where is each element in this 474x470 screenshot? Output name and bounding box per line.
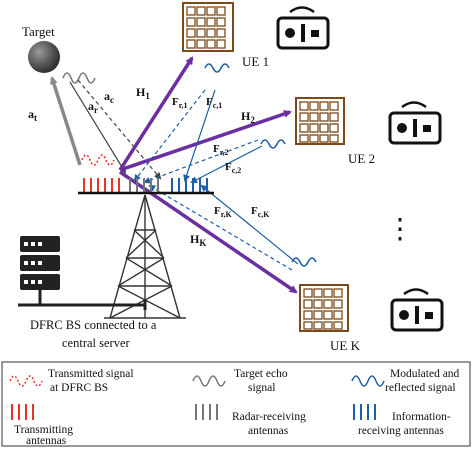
modulated-wave-ue1 bbox=[204, 63, 230, 73]
label-at: at bbox=[28, 107, 37, 123]
legend-tx-antenna-line1: Transmitting bbox=[14, 424, 73, 436]
ue2-building-icon bbox=[295, 97, 345, 145]
arrow-h2 bbox=[119, 110, 292, 172]
legend-info-antenna-icon bbox=[353, 404, 376, 420]
ue2-label: UE 2 bbox=[348, 151, 375, 166]
label-fc2: Fc,2 bbox=[225, 161, 241, 175]
legend-rx-antenna-line2: antennas bbox=[248, 425, 289, 437]
tower-icon bbox=[104, 194, 186, 319]
legend-modulated-icon bbox=[351, 375, 385, 387]
target-echo-wave bbox=[62, 72, 96, 84]
legend-tx-antenna-icon bbox=[11, 404, 34, 420]
legend: Transmitted signal at DFRC BS Target ech… bbox=[1, 361, 471, 447]
ue2-remote-control-icon bbox=[388, 101, 442, 145]
arrow-fr1 bbox=[133, 89, 206, 182]
bs-antenna-array bbox=[78, 154, 214, 195]
arrow-fck bbox=[200, 184, 299, 265]
legend-transmitted-icon bbox=[9, 375, 43, 387]
ue1-building-icon bbox=[182, 2, 234, 52]
modulated-wave-ue2 bbox=[260, 139, 286, 149]
uek-building-icon bbox=[299, 284, 349, 332]
uek-remote-control-icon bbox=[390, 288, 444, 332]
target-label: Target bbox=[22, 24, 55, 39]
arrow-fc2 bbox=[190, 145, 263, 183]
label-fc1: Fc,1 bbox=[206, 96, 222, 110]
server-caption-line2: central server bbox=[62, 336, 131, 350]
modulated-wave-uek bbox=[291, 257, 317, 267]
legend-box bbox=[1, 361, 471, 447]
ue1-label: UE 1 bbox=[242, 54, 269, 69]
arrow-fr2 bbox=[143, 139, 259, 184]
server-caption-line1: DFRC BS connected to a bbox=[30, 318, 157, 332]
legend-tx-antenna-line2: antennas bbox=[26, 435, 67, 447]
legend-info-antenna-line2: receiving antennas bbox=[358, 425, 444, 437]
legend-info-antenna-line1: Information- bbox=[392, 411, 451, 423]
arrow-at bbox=[50, 76, 82, 166]
arrow-h1 bbox=[118, 56, 194, 171]
label-fck: Fc,K bbox=[251, 205, 270, 219]
label-hk: HK bbox=[190, 232, 206, 248]
label-frk: Fr,K bbox=[214, 205, 233, 219]
transmitted-signal-wave bbox=[81, 154, 115, 166]
server-icon bbox=[18, 236, 147, 310]
legend-rx-antenna-icon bbox=[195, 404, 218, 420]
legend-modulated-line2: reflected signal bbox=[385, 382, 456, 394]
target-sphere bbox=[28, 41, 60, 73]
more-ues-dots: ⋮ bbox=[386, 214, 414, 245]
uek-label: UE K bbox=[330, 338, 361, 353]
legend-transmitted-line1: Transmitted signal bbox=[48, 368, 134, 380]
label-ac: ac bbox=[104, 89, 114, 105]
label-fr2: Fr,2 bbox=[213, 143, 229, 157]
ue1-remote-control-icon bbox=[276, 6, 330, 50]
label-fr1: Fr,1 bbox=[172, 96, 188, 110]
legend-echo-icon bbox=[192, 375, 226, 387]
label-ar: ar bbox=[88, 99, 98, 115]
legend-echo-line1: Target echo bbox=[234, 368, 288, 380]
label-h1: H1 bbox=[136, 85, 150, 101]
label-h2: H2 bbox=[241, 109, 255, 125]
arrow-ar bbox=[69, 81, 127, 174]
legend-rx-antenna-line1: Radar-receiving bbox=[232, 411, 306, 423]
legend-modulated-line1: Modulated and bbox=[390, 368, 460, 380]
legend-transmitted-line2: at DFRC BS bbox=[50, 382, 108, 394]
legend-echo-line2: signal bbox=[248, 382, 275, 394]
arrow-frk bbox=[148, 184, 293, 271]
